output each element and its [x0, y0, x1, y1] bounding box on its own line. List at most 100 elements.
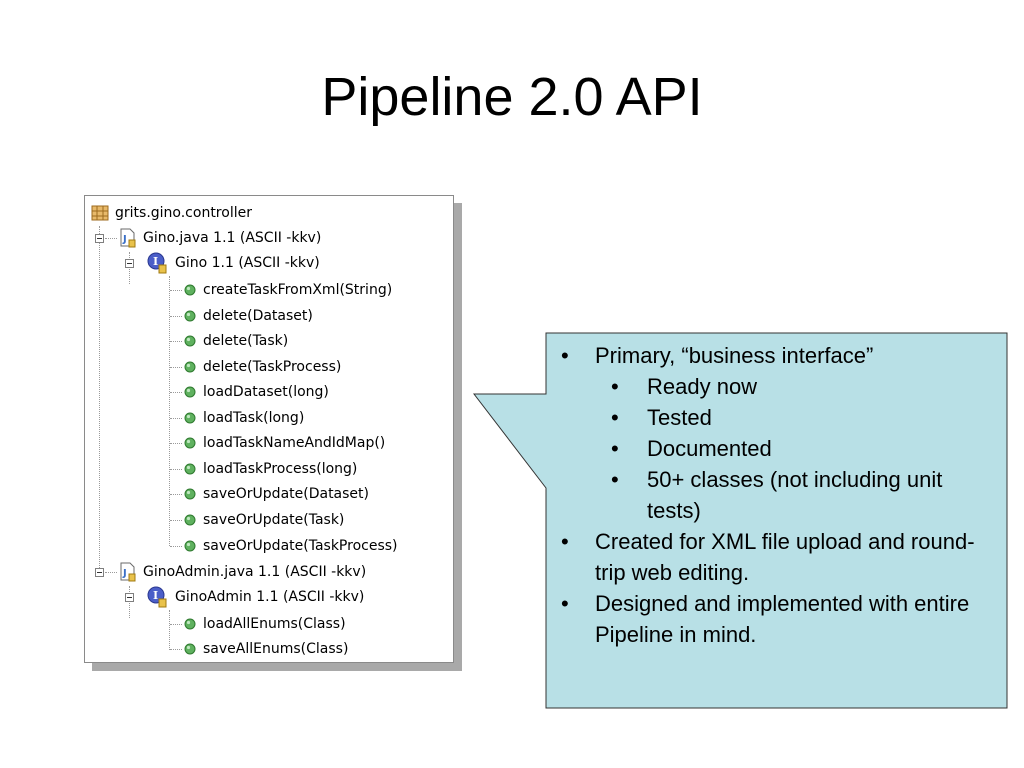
public-method-icon [183, 642, 197, 656]
tree-node-label: saveAllEnums(Class) [203, 641, 349, 657]
bullet-text: Documented [647, 436, 772, 461]
tree-node-label: loadAllEnums(Class) [203, 616, 346, 632]
tree-node-interface[interactable]: I GinoAdmin 1.1 (ASCII -kkv) [147, 585, 364, 609]
tree-node-label: Gino.java 1.1 (ASCII -kkv) [143, 230, 322, 246]
public-method-icon [183, 411, 197, 425]
tree-line [170, 290, 182, 291]
tree-line [169, 276, 170, 546]
tree-line [170, 520, 182, 521]
tree-node-method[interactable]: loadTaskNameAndIdMap() [183, 431, 385, 455]
tree-node-interface[interactable]: I Gino 1.1 (ASCII -kkv) [147, 251, 320, 275]
bullet-xml-upload: • Created for XML file upload and round-… [555, 526, 1000, 588]
tree-node-method[interactable]: saveAllEnums(Class) [183, 637, 348, 661]
tree-node-label: loadTaskProcess(long) [203, 461, 358, 477]
tree-node-label: delete(TaskProcess) [203, 359, 342, 375]
tree-node-label: saveOrUpdate(Task) [203, 512, 345, 528]
tree-line [129, 586, 130, 618]
public-method-icon [183, 462, 197, 476]
tree-node-method[interactable]: loadDataset(long) [183, 380, 329, 404]
bullet-text: Tested [647, 405, 712, 430]
tree-line [170, 649, 182, 650]
bullet-dot: • [561, 529, 569, 554]
bullet-designed: • Designed and implemented with entire P… [555, 588, 1000, 650]
tree-line [170, 546, 182, 547]
tree-node-method[interactable]: createTaskFromXml(String) [183, 278, 392, 302]
tree-node-method[interactable]: delete(Dataset) [183, 304, 313, 328]
public-method-icon [183, 617, 197, 631]
tree-node-label: Gino 1.1 (ASCII -kkv) [175, 255, 320, 271]
tree-line [170, 341, 182, 342]
tree-node-label: loadTaskNameAndIdMap() [203, 435, 386, 451]
tree-node-java-file[interactable]: J GinoAdmin.java 1.1 (ASCII -kkv) [119, 560, 366, 584]
tree-node-label: delete(Dataset) [203, 308, 313, 324]
svg-text:I: I [153, 589, 158, 602]
tree-node-label: GinoAdmin 1.1 (ASCII -kkv) [175, 589, 365, 605]
tree-line [99, 226, 100, 572]
collapse-toggle[interactable] [95, 568, 104, 577]
tree-line [170, 443, 182, 444]
tree-node-java-file[interactable]: J Gino.java 1.1 (ASCII -kkv) [119, 226, 321, 250]
tree-node-label: saveOrUpdate(TaskProcess) [203, 538, 398, 554]
tree-node-label: createTaskFromXml(String) [203, 282, 393, 298]
svg-text:I: I [153, 255, 158, 268]
public-method-icon [183, 334, 197, 348]
svg-text:J: J [122, 234, 127, 245]
sub-bullet-documented: • Documented [555, 433, 1000, 464]
package-tree: grits.gino.controller J Gino.java 1.1 (A… [84, 195, 454, 663]
collapse-toggle[interactable] [125, 593, 134, 602]
bullet-text: Designed and implemented with entire Pip… [595, 591, 970, 647]
sub-bullet-tested: • Tested [555, 402, 1000, 433]
tree-node-method[interactable]: delete(Task) [183, 329, 288, 353]
tree-line [170, 367, 182, 368]
tree-line [170, 392, 182, 393]
tree-node-label: loadDataset(long) [203, 384, 329, 400]
bullet-dot: • [561, 343, 569, 368]
tree-node-label: loadTask(long) [203, 410, 305, 426]
sub-bullet-ready: • Ready now [555, 371, 1000, 402]
tree-node-label: delete(Task) [203, 333, 289, 349]
interface-icon: I [147, 586, 169, 608]
interface-icon: I [147, 252, 169, 274]
bullet-dot: • [611, 405, 619, 430]
public-method-icon [183, 283, 197, 297]
bullet-text: Ready now [647, 374, 758, 399]
public-method-icon [183, 436, 197, 450]
tree-node-label: GinoAdmin.java 1.1 (ASCII -kkv) [143, 564, 367, 580]
sub-bullet-classes: • 50+ classes (not including unit tests) [555, 464, 1000, 526]
bullet-text: 50+ classes (not including unit tests) [647, 467, 943, 523]
tree-line [170, 494, 182, 495]
tree-node-method[interactable]: loadTask(long) [183, 406, 304, 430]
public-method-icon [183, 360, 197, 374]
tree-node-label: saveOrUpdate(Dataset) [203, 486, 369, 502]
slide-title: Pipeline 2.0 API [321, 67, 703, 127]
public-method-icon [183, 385, 197, 399]
tree-node-method[interactable]: loadAllEnums(Class) [183, 612, 346, 636]
tree-line [169, 610, 170, 650]
callout-bullets: • Primary, “business interface” • Ready … [555, 340, 1000, 650]
java-file-icon: J [119, 228, 137, 248]
tree-node-package[interactable]: grits.gino.controller [91, 201, 252, 225]
collapse-toggle[interactable] [95, 234, 104, 243]
tree-line [170, 469, 182, 470]
tree-node-method[interactable]: saveOrUpdate(Task) [183, 508, 344, 532]
tree-node-method[interactable]: loadTaskProcess(long) [183, 457, 357, 481]
package-icon [91, 205, 109, 221]
tree-line [105, 572, 117, 573]
collapse-toggle[interactable] [125, 259, 134, 268]
tree-node-method[interactable]: delete(TaskProcess) [183, 355, 341, 379]
public-method-icon [183, 513, 197, 527]
bullet-text: Created for XML file upload and round-tr… [595, 529, 975, 585]
tree-node-label: grits.gino.controller [115, 205, 252, 221]
callout-shape [472, 332, 1008, 709]
tree-node-method[interactable]: saveOrUpdate(TaskProcess) [183, 534, 398, 558]
tree-line [170, 316, 182, 317]
public-method-icon [183, 487, 197, 501]
java-file-icon: J [119, 562, 137, 582]
bullet-dot: • [611, 436, 619, 461]
tree-line [170, 418, 182, 419]
tree-node-method[interactable]: saveOrUpdate(Dataset) [183, 482, 369, 506]
bullet-text: Primary, “business interface” [595, 343, 874, 368]
bullet-dot: • [611, 374, 619, 399]
bullet-dot: • [611, 467, 619, 492]
